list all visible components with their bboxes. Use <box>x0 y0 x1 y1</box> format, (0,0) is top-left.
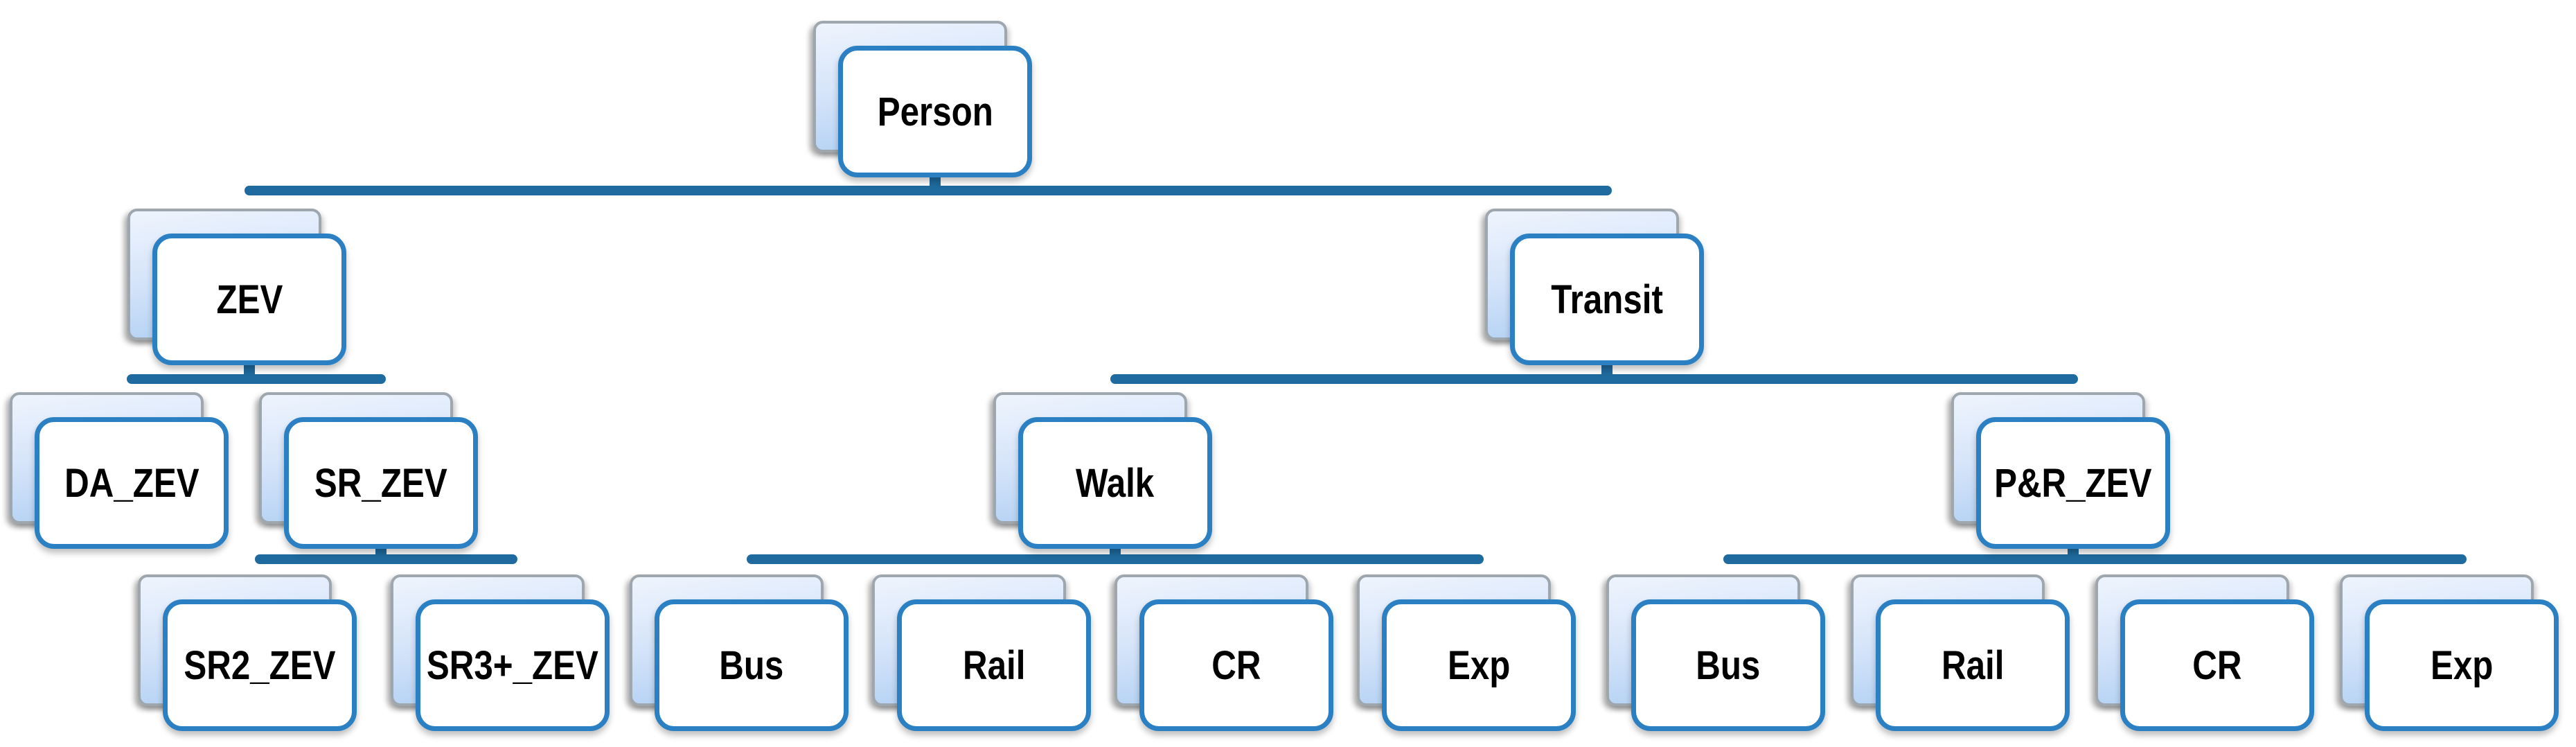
node-label: Exp <box>1447 642 1511 688</box>
node-da-zev: DA_ZEV <box>10 392 229 549</box>
node-walk-bus-card: Bus <box>655 599 849 731</box>
node-person: Person <box>813 21 1032 177</box>
node-label: Rail <box>962 642 1026 688</box>
node-label: SR2_ZEV <box>184 642 336 688</box>
node-pr-cr-card: CR <box>2120 599 2314 731</box>
node-walk-exp-card: Exp <box>1382 599 1576 731</box>
node-walk-bus: Bus <box>630 574 849 731</box>
node-walk-cr: CR <box>1114 574 1333 731</box>
connector-line-transit-children <box>1110 374 2078 384</box>
node-walk: Walk <box>993 392 1212 549</box>
node-walk-rail: Rail <box>872 574 1091 731</box>
node-da-zev-card: DA_ZEV <box>35 417 229 549</box>
node-label: Transit <box>1551 276 1663 322</box>
node-label: DA_ZEV <box>64 460 199 506</box>
node-pr-rail: Rail <box>1851 574 2070 731</box>
node-label: SR3+_ZEV <box>427 642 599 688</box>
node-pr-zev: P&R_ZEV <box>1951 392 2170 549</box>
node-transit-card: Transit <box>1510 234 1704 365</box>
node-pr-zev-card: P&R_ZEV <box>1976 417 2170 549</box>
node-label: CR <box>2192 642 2242 688</box>
node-transit: Transit <box>1485 209 1704 365</box>
node-pr-bus-card: Bus <box>1631 599 1825 731</box>
node-label: Walk <box>1076 460 1155 506</box>
node-label: ZEV <box>216 276 283 322</box>
connector-line-person-children <box>245 186 1612 195</box>
connector-line-pr-zev-children <box>1723 554 2467 564</box>
node-pr-exp-card: Exp <box>2365 599 2559 731</box>
node-walk-exp: Exp <box>1357 574 1576 731</box>
node-sr-zev-card: SR_ZEV <box>284 417 478 549</box>
node-label: Person <box>877 89 993 134</box>
connector-line-walk-children <box>747 554 1484 564</box>
node-pr-cr: CR <box>2095 574 2314 731</box>
node-walk-card: Walk <box>1018 417 1212 549</box>
node-person-card: Person <box>838 46 1032 177</box>
connector-line-zev-children <box>127 374 386 384</box>
node-zev: ZEV <box>127 209 346 365</box>
node-label: SR_ZEV <box>314 460 447 506</box>
node-sr-zev: SR_ZEV <box>259 392 478 549</box>
node-label: CR <box>1211 642 1261 688</box>
node-pr-exp: Exp <box>2340 574 2559 731</box>
node-label: P&R_ZEV <box>1994 460 2152 506</box>
connector-line-sr-zev-children <box>255 554 517 564</box>
node-label: Bus <box>719 642 784 688</box>
node-zev-card: ZEV <box>152 234 346 365</box>
node-pr-rail-card: Rail <box>1876 599 2070 731</box>
node-pr-bus: Bus <box>1606 574 1825 731</box>
node-label: Exp <box>2430 642 2494 688</box>
node-sr3plus-zev-card: SR3+_ZEV <box>416 599 610 731</box>
node-sr3plus-zev: SR3+_ZEV <box>391 574 610 731</box>
node-label: Bus <box>1696 642 1761 688</box>
node-walk-cr-card: CR <box>1139 599 1333 731</box>
node-sr2-zev-card: SR2_ZEV <box>163 599 357 731</box>
node-walk-rail-card: Rail <box>897 599 1091 731</box>
node-sr2-zev: SR2_ZEV <box>138 574 357 731</box>
node-label: Rail <box>1941 642 2005 688</box>
